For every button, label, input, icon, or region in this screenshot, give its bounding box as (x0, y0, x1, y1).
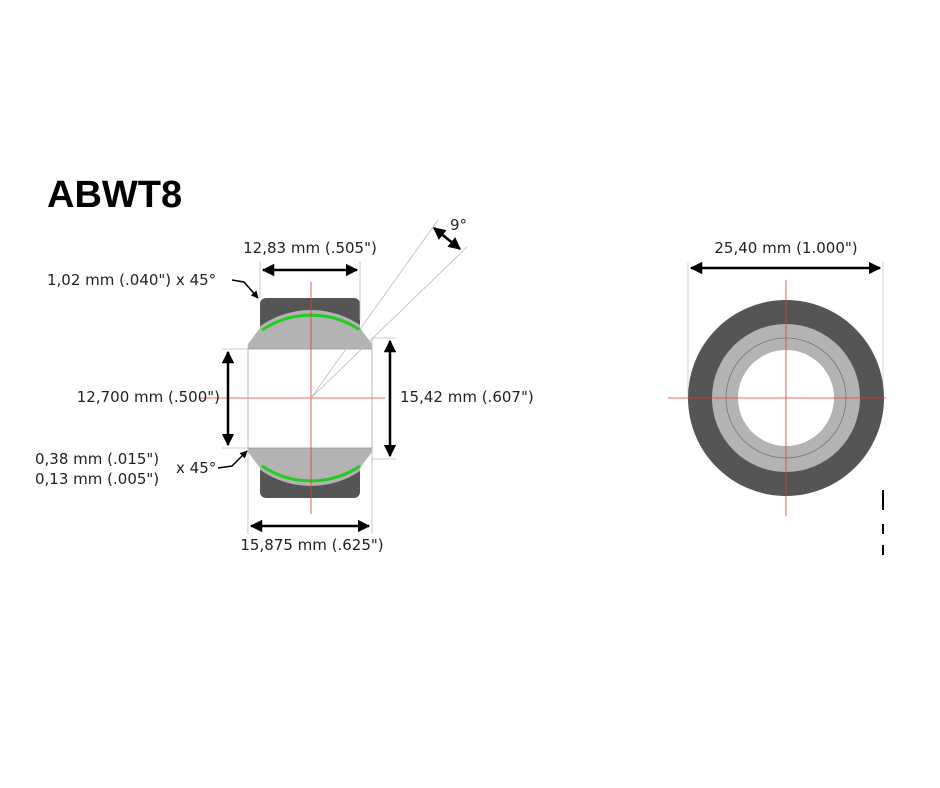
inner-chamfer-leader (217, 450, 248, 469)
race-width-label: 15,875 mm (.625") (240, 536, 383, 554)
outer-chamfer-leader (231, 279, 259, 299)
ball-width-label: 12,83 mm (.505") (243, 239, 377, 257)
ball-diameter-label: 15,42 mm (.607") (400, 388, 534, 406)
front-view: 25,40 mm (1.000") (668, 239, 886, 555)
bore-label: 12,700 mm (.500") (77, 388, 220, 406)
outer-diameter-label: 25,40 mm (1.000") (714, 239, 857, 257)
outer-chamfer-label: 1,02 mm (.040") x 45° (47, 271, 216, 289)
inner-chamfer-line1: 0,38 mm (.015") (35, 450, 159, 468)
bore (247, 348, 373, 449)
misalignment-label: 9° (450, 216, 467, 234)
side-view: 12,83 mm (.505") 1,02 mm (.040") x 45° 1… (35, 216, 534, 554)
inner-chamfer-angle: x 45° (176, 459, 216, 477)
part-number-title: ABWT8 (47, 174, 182, 216)
misalignment-arrow (433, 227, 461, 250)
inner-chamfer-line2: 0,13 mm (.005") (35, 470, 159, 488)
